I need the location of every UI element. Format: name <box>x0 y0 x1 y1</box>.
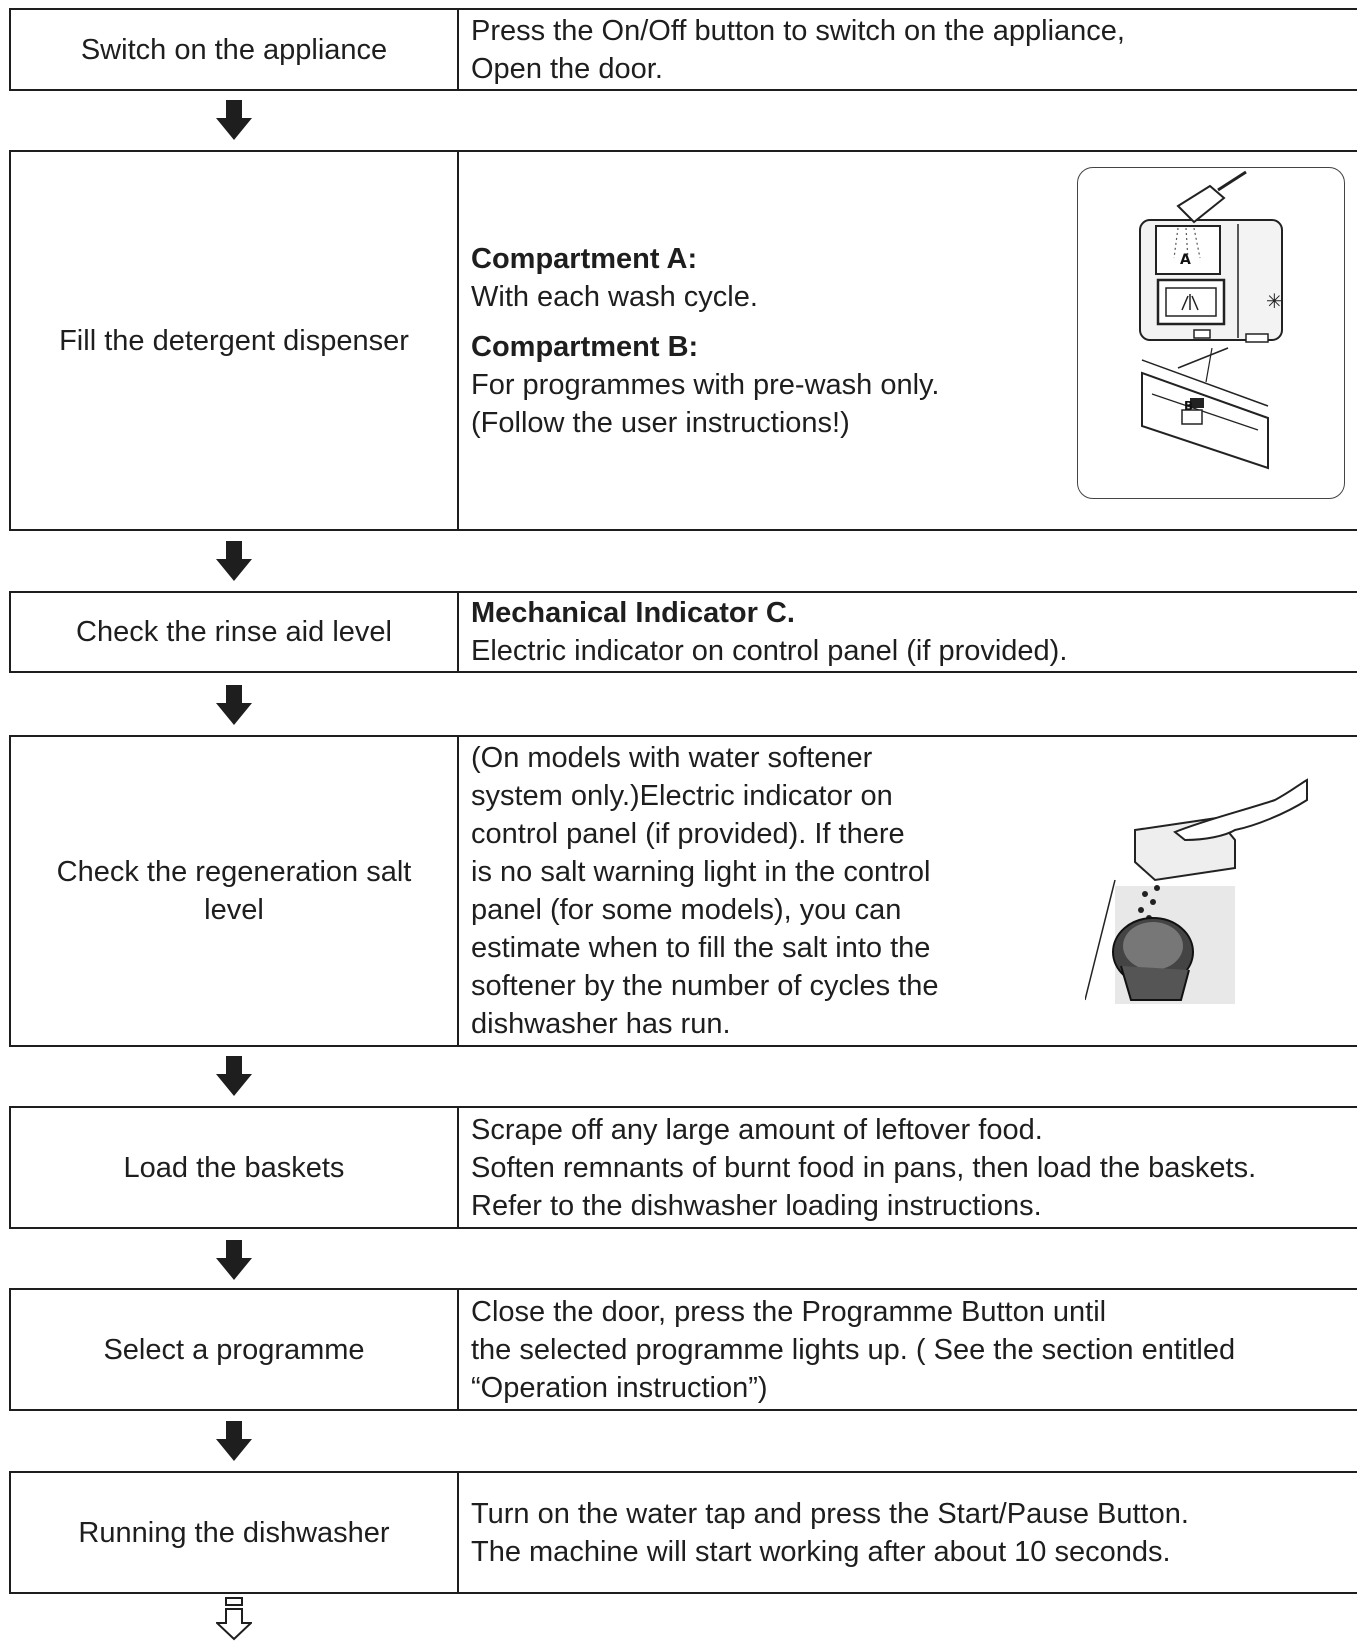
description-line: Open the door. <box>471 52 663 85</box>
step-title: Switch on the appliance <box>11 10 459 89</box>
description-line: Soften remnants of burnt food in pans, t… <box>471 1151 1257 1184</box>
step-title: Check the rinse aid level <box>11 593 459 671</box>
step-row-detergent: Fill the detergent dispenser Compartment… <box>9 150 1357 531</box>
description-line: Close the door, press the Programme Butt… <box>471 1295 1107 1328</box>
step-description: Turn on the water tap and press the Star… <box>459 1473 1357 1592</box>
description-line: is no salt warning light in the control <box>471 856 931 888</box>
description-line: Refer to the dishwasher loading instruct… <box>471 1189 1042 1222</box>
description-line: With each wash cycle. <box>471 281 758 313</box>
down-arrow-icon <box>216 1421 252 1461</box>
step-description: Compartment A: With each wash cycle. Com… <box>459 152 1357 529</box>
svg-text:✳: ✳ <box>1266 289 1283 313</box>
step-description: Close the door, press the Programme Butt… <box>459 1290 1357 1409</box>
step-row-switch-on: Switch on the appliance Press the On/Off… <box>9 8 1357 91</box>
step-description: Press the On/Off button to switch on the… <box>459 10 1357 89</box>
description-line: Press the On/Off button to switch on the… <box>471 14 1125 47</box>
description-line: dishwasher has run. <box>471 1008 731 1040</box>
description-line: “Operation instruction”) <box>471 1371 768 1404</box>
step-title: Fill the detergent dispenser <box>11 152 459 529</box>
step-row-running: Running the dishwasher Turn on the water… <box>9 1471 1357 1594</box>
description-line: The machine will start working after abo… <box>471 1535 1171 1568</box>
description-line: Scrape off any large amount of leftover … <box>471 1113 1043 1146</box>
compartment-a-heading: Compartment A: <box>471 243 698 275</box>
step-title: Load the baskets <box>11 1108 459 1227</box>
step-title: Select a programme <box>11 1290 459 1409</box>
description-line: softener by the number of cycles the <box>471 970 939 1002</box>
detergent-dispenser-illustration: ✳ A B <box>1077 167 1345 499</box>
description-line: the selected programme lights up. ( See … <box>471 1333 1236 1366</box>
description-line: For programmes with pre-wash only. <box>471 369 940 401</box>
down-arrow-icon <box>216 685 252 725</box>
down-arrow-icon <box>216 1056 252 1096</box>
step-row-rinse-aid: Check the rinse aid level Mechanical Ind… <box>9 591 1357 673</box>
step-description: (On models with water softener system on… <box>459 737 1357 1045</box>
down-arrow-icon <box>216 541 252 581</box>
step-row-select-programme: Select a programme Close the door, press… <box>9 1288 1357 1411</box>
description-line: system only.)Electric indicator on <box>471 780 893 812</box>
description-line: (On models with water softener <box>471 742 873 774</box>
step-description: Mechanical Indicator C. Electric indicat… <box>459 593 1357 671</box>
description-line: estimate when to fill the salt into the <box>471 932 931 964</box>
down-arrow-icon <box>216 1240 252 1280</box>
salt-filling-illustration <box>1085 778 1308 1004</box>
label-a: A <box>1180 252 1191 268</box>
down-arrow-icon <box>216 100 252 140</box>
step-title: Running the dishwasher <box>11 1473 459 1592</box>
step-description: Scrape off any large amount of leftover … <box>459 1108 1357 1227</box>
step-title: Check the regeneration salt level <box>11 737 459 1045</box>
description-line: Electric indicator on control panel (if … <box>471 635 1068 667</box>
description-line: panel (for some models), you can <box>471 894 902 926</box>
label-b: B <box>1184 399 1193 413</box>
step-row-load-baskets: Load the baskets Scrape off any large am… <box>9 1106 1357 1229</box>
step-row-salt: Check the regeneration salt level (On mo… <box>9 735 1357 1047</box>
mechanical-indicator-heading: Mechanical Indicator C. <box>471 597 795 629</box>
hollow-down-arrow-icon <box>216 1597 252 1641</box>
compartment-b-heading: Compartment B: <box>471 331 699 363</box>
description-line: (Follow the user instructions!) <box>471 407 850 439</box>
description-line: control panel (if provided). If there <box>471 818 905 850</box>
description-line: Turn on the water tap and press the Star… <box>471 1497 1189 1530</box>
